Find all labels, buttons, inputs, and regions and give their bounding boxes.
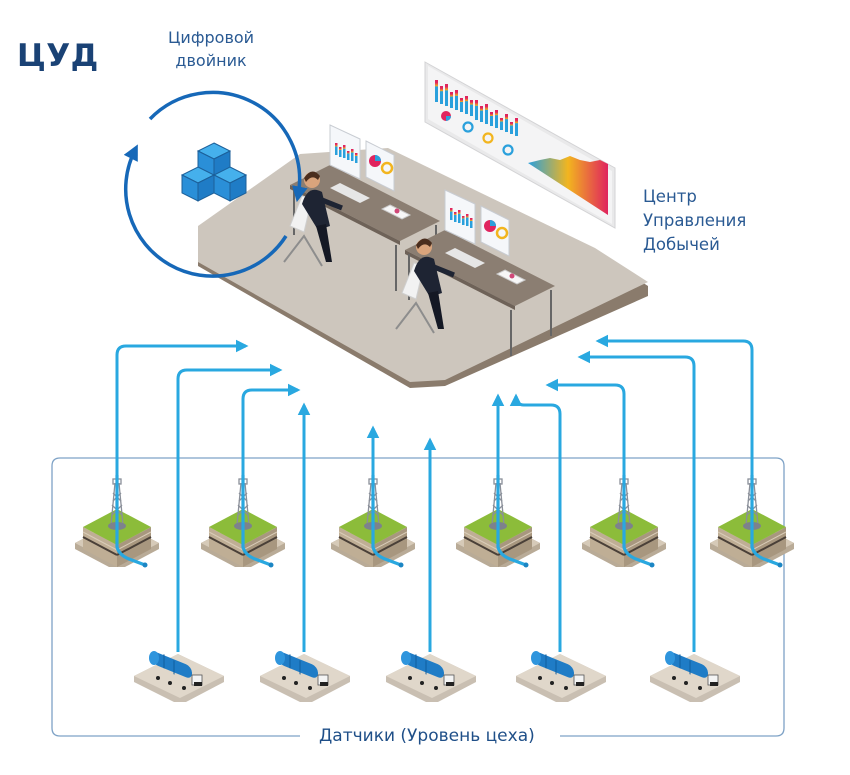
wall-area-chart xyxy=(528,156,608,215)
wall-donut-1 xyxy=(462,121,474,133)
wall-donut-3 xyxy=(502,144,514,156)
data-arrows xyxy=(115,334,754,652)
wall-bar-chart xyxy=(435,80,518,136)
control-center-label: Центр Управления Добычей xyxy=(643,185,746,257)
digital-twin-cycle xyxy=(123,90,308,278)
well-pad-6 xyxy=(708,473,796,570)
well-pad-3 xyxy=(329,473,417,570)
digital-twin-label-line1: Цифровой xyxy=(168,28,255,47)
well-pads xyxy=(73,473,796,570)
wall-display xyxy=(424,61,616,229)
control-center-label-line1: Центр xyxy=(643,187,697,206)
cycle-arrow-top xyxy=(148,90,308,203)
sensor-level-frame xyxy=(51,457,785,737)
digital-twin-label: Цифровой двойник xyxy=(168,26,254,72)
cubes-icon xyxy=(181,142,247,202)
well-pad-4 xyxy=(454,473,542,570)
well-pad-5 xyxy=(580,473,668,570)
sensor-level-label: Датчики (Уровень цеха) xyxy=(313,726,541,746)
truck-pad-3 xyxy=(385,649,477,703)
well-pad-1 xyxy=(73,473,161,570)
arrow-well-1 xyxy=(115,339,249,482)
truck-pad-2 xyxy=(259,649,351,703)
arrow-well-6 xyxy=(595,334,754,482)
arrow-truck-4 xyxy=(509,393,562,652)
control-center-label-line2: Управления xyxy=(643,211,747,230)
arrow-truck-1 xyxy=(176,363,283,652)
truck-pads xyxy=(133,649,741,703)
wall-donut-2 xyxy=(482,132,494,144)
truck-pad-1 xyxy=(133,649,225,703)
cycle-arrow-bottom xyxy=(123,144,288,278)
digital-twin-label-line2: двойник xyxy=(175,51,247,70)
arrow-truck-5 xyxy=(577,350,696,652)
control-center-label-line3: Добычей xyxy=(643,235,720,254)
control-room xyxy=(198,61,648,388)
diagram-title: ЦУД xyxy=(17,38,99,74)
arrow-well-5 xyxy=(545,378,626,482)
well-pad-2 xyxy=(199,473,287,570)
arrow-well-2 xyxy=(241,383,301,482)
truck-pad-5 xyxy=(649,649,741,703)
truck-pad-4 xyxy=(515,649,607,703)
